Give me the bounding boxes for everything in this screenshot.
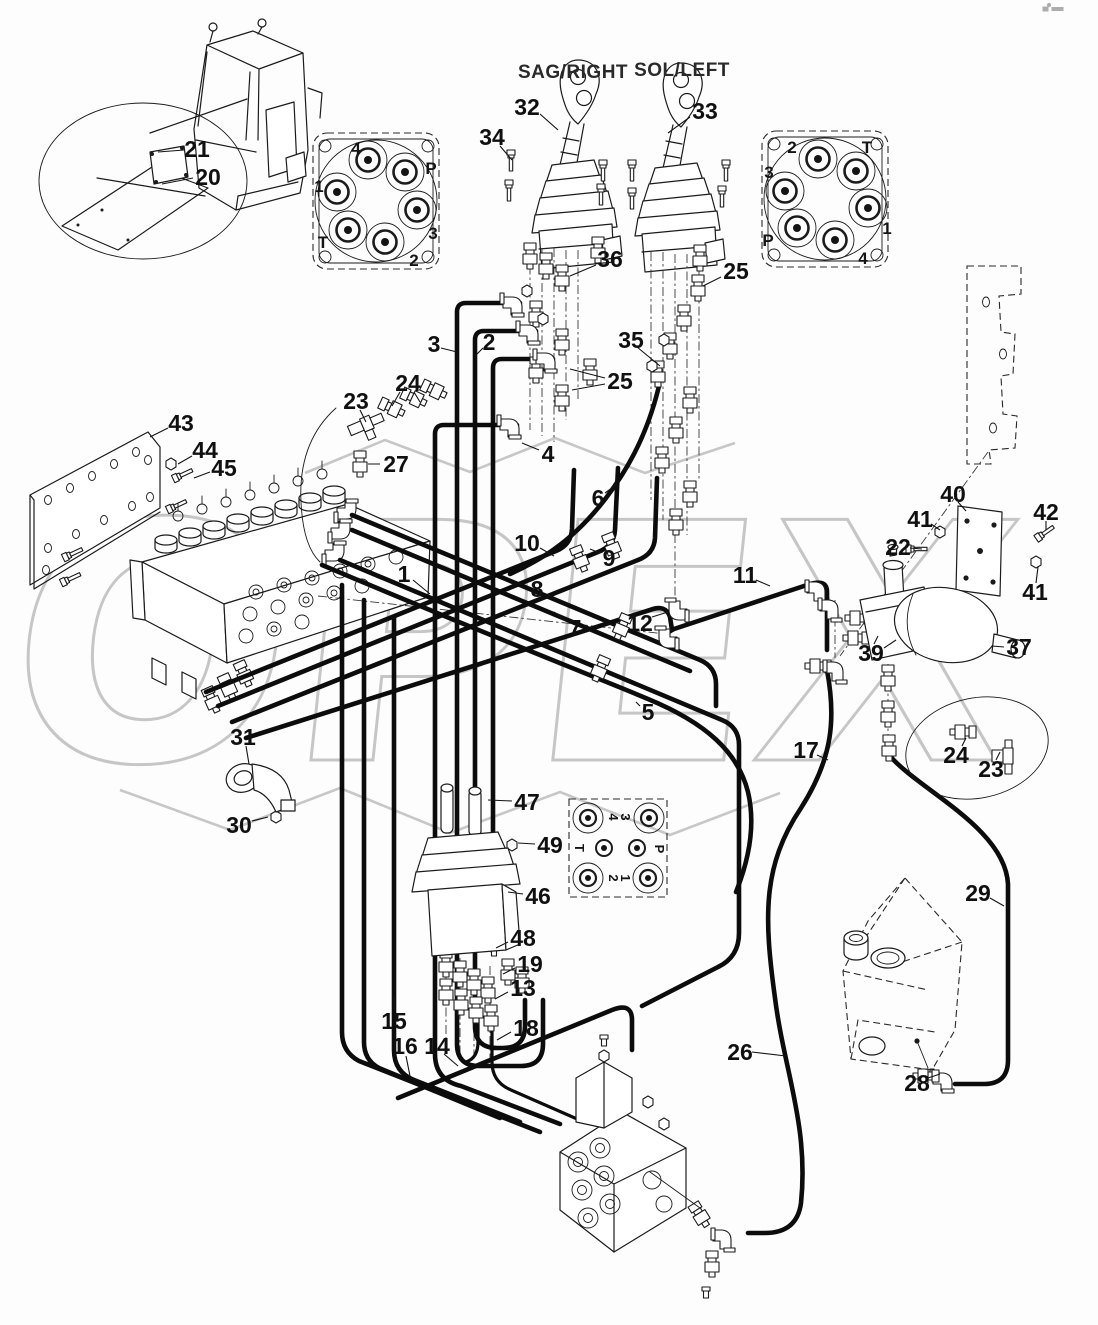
callout-2: 2 bbox=[483, 329, 496, 355]
callout-11: 11 bbox=[733, 562, 758, 588]
callout-36: 36 bbox=[597, 246, 623, 272]
callout-19: 19 bbox=[517, 951, 543, 977]
callout-9: 9 bbox=[603, 545, 616, 571]
main-valve-bank bbox=[129, 460, 431, 716]
port-label: 3 bbox=[428, 224, 437, 243]
callout-27: 27 bbox=[383, 451, 409, 477]
leader-lines bbox=[149, 113, 1047, 1079]
callout-21: 21 bbox=[184, 136, 210, 162]
callout-labels: 21 20 32 33 34 36 25 3 2 35 25 23 24 27 … bbox=[168, 94, 1059, 1096]
port-label: P bbox=[762, 231, 773, 250]
callout-41: 41 bbox=[907, 506, 933, 532]
callout-48: 48 bbox=[510, 925, 536, 951]
fitting-detail-ellipse bbox=[905, 696, 1049, 800]
port-label: 4 bbox=[858, 249, 868, 268]
callout-10: 10 bbox=[514, 530, 540, 556]
port-label: T bbox=[862, 138, 873, 157]
cab-assembly bbox=[38, 18, 323, 260]
callout-45: 45 bbox=[211, 455, 237, 481]
callout-28: 28 bbox=[904, 1070, 930, 1096]
callout-26: 26 bbox=[727, 1039, 753, 1065]
port-label: P bbox=[652, 845, 667, 854]
callout-39: 39 bbox=[858, 640, 884, 666]
port-label: T bbox=[572, 844, 587, 852]
corner-mark bbox=[1042, 2, 1064, 12]
solenoid-valve-accumulator bbox=[859, 543, 1026, 664]
hydraulic-tank bbox=[842, 877, 963, 1071]
port-label: 2 bbox=[787, 138, 796, 157]
port-label: 1 bbox=[618, 874, 633, 881]
callout-35: 35 bbox=[618, 327, 644, 353]
port-label: 2 bbox=[606, 874, 621, 881]
pilot-valve bbox=[411, 783, 521, 957]
callout-42: 42 bbox=[1033, 499, 1059, 525]
callout-33: 33 bbox=[692, 98, 718, 124]
port-label: 1 bbox=[314, 177, 323, 196]
callout-24: 24 bbox=[943, 742, 969, 768]
joystick-right-sag bbox=[531, 59, 623, 270]
callout-18: 18 bbox=[513, 1015, 539, 1041]
callout-4: 4 bbox=[542, 441, 555, 467]
callout-23: 23 bbox=[343, 388, 369, 414]
joystick-left-title: SOL/LEFT bbox=[634, 60, 730, 81]
callout-7: 7 bbox=[569, 615, 582, 641]
hose-clamp bbox=[225, 763, 296, 813]
callout-13: 13 bbox=[510, 975, 536, 1001]
port-label: 1 bbox=[882, 219, 891, 238]
callout-47: 47 bbox=[514, 789, 540, 815]
callout-14: 14 bbox=[424, 1033, 450, 1059]
callout-20: 20 bbox=[195, 164, 221, 190]
callout-29: 29 bbox=[965, 880, 991, 906]
joystick-left-sol bbox=[634, 62, 726, 273]
hydraulic-hoses bbox=[203, 300, 1011, 1236]
callout-12: 12 bbox=[627, 610, 653, 636]
callout-46: 46 bbox=[525, 883, 551, 909]
port-label: P bbox=[425, 159, 436, 178]
port-label: 2 bbox=[409, 251, 418, 270]
callout-1: 1 bbox=[398, 561, 411, 587]
callout-17: 17 bbox=[793, 737, 819, 763]
port-plate-right: 2 T 3 1 P 4 bbox=[761, 130, 892, 268]
port-label: 3 bbox=[764, 163, 773, 182]
callout-15: 15 bbox=[381, 1008, 407, 1034]
pilot-hoses bbox=[464, 996, 586, 1124]
callout-24: 24 bbox=[395, 370, 421, 396]
port-label: 3 bbox=[618, 813, 633, 820]
callout-37: 37 bbox=[1006, 634, 1032, 660]
callout-43: 43 bbox=[168, 410, 194, 436]
callout-25: 25 bbox=[723, 258, 749, 284]
pilot-port-plate: 4 3 T P 2 1 bbox=[568, 798, 668, 898]
callout-34: 34 bbox=[479, 124, 505, 150]
callout-16: 16 bbox=[392, 1033, 418, 1059]
port-label: 4 bbox=[606, 813, 621, 821]
mounting-plate bbox=[29, 431, 195, 590]
callout-25: 25 bbox=[607, 368, 633, 394]
callout-6: 6 bbox=[592, 485, 605, 511]
callout-41: 41 bbox=[1022, 579, 1048, 605]
callout-5: 5 bbox=[642, 699, 655, 725]
callout-arc bbox=[300, 407, 337, 563]
callout-31: 31 bbox=[230, 724, 256, 750]
port-label: T bbox=[318, 233, 329, 252]
callout-8: 8 bbox=[531, 576, 544, 602]
joystick-right-title: SAG/RIGHT bbox=[518, 62, 628, 83]
cab-detail-ellipse bbox=[38, 102, 248, 260]
bottom-valve-assembly bbox=[559, 1034, 701, 1253]
callout-22: 22 bbox=[885, 534, 911, 560]
callout-23: 23 bbox=[978, 756, 1004, 782]
callout-40: 40 bbox=[940, 481, 966, 507]
callout-32: 32 bbox=[514, 94, 540, 120]
accumulator-bracket-area bbox=[955, 265, 1022, 597]
callout-49: 49 bbox=[537, 832, 563, 858]
callout-44: 44 bbox=[192, 437, 218, 463]
port-plate-left: 4 P 1 3 T 2 bbox=[312, 132, 440, 270]
callout-3: 3 bbox=[428, 331, 441, 357]
callout-30: 30 bbox=[226, 812, 252, 838]
port-label: 4 bbox=[351, 139, 361, 158]
